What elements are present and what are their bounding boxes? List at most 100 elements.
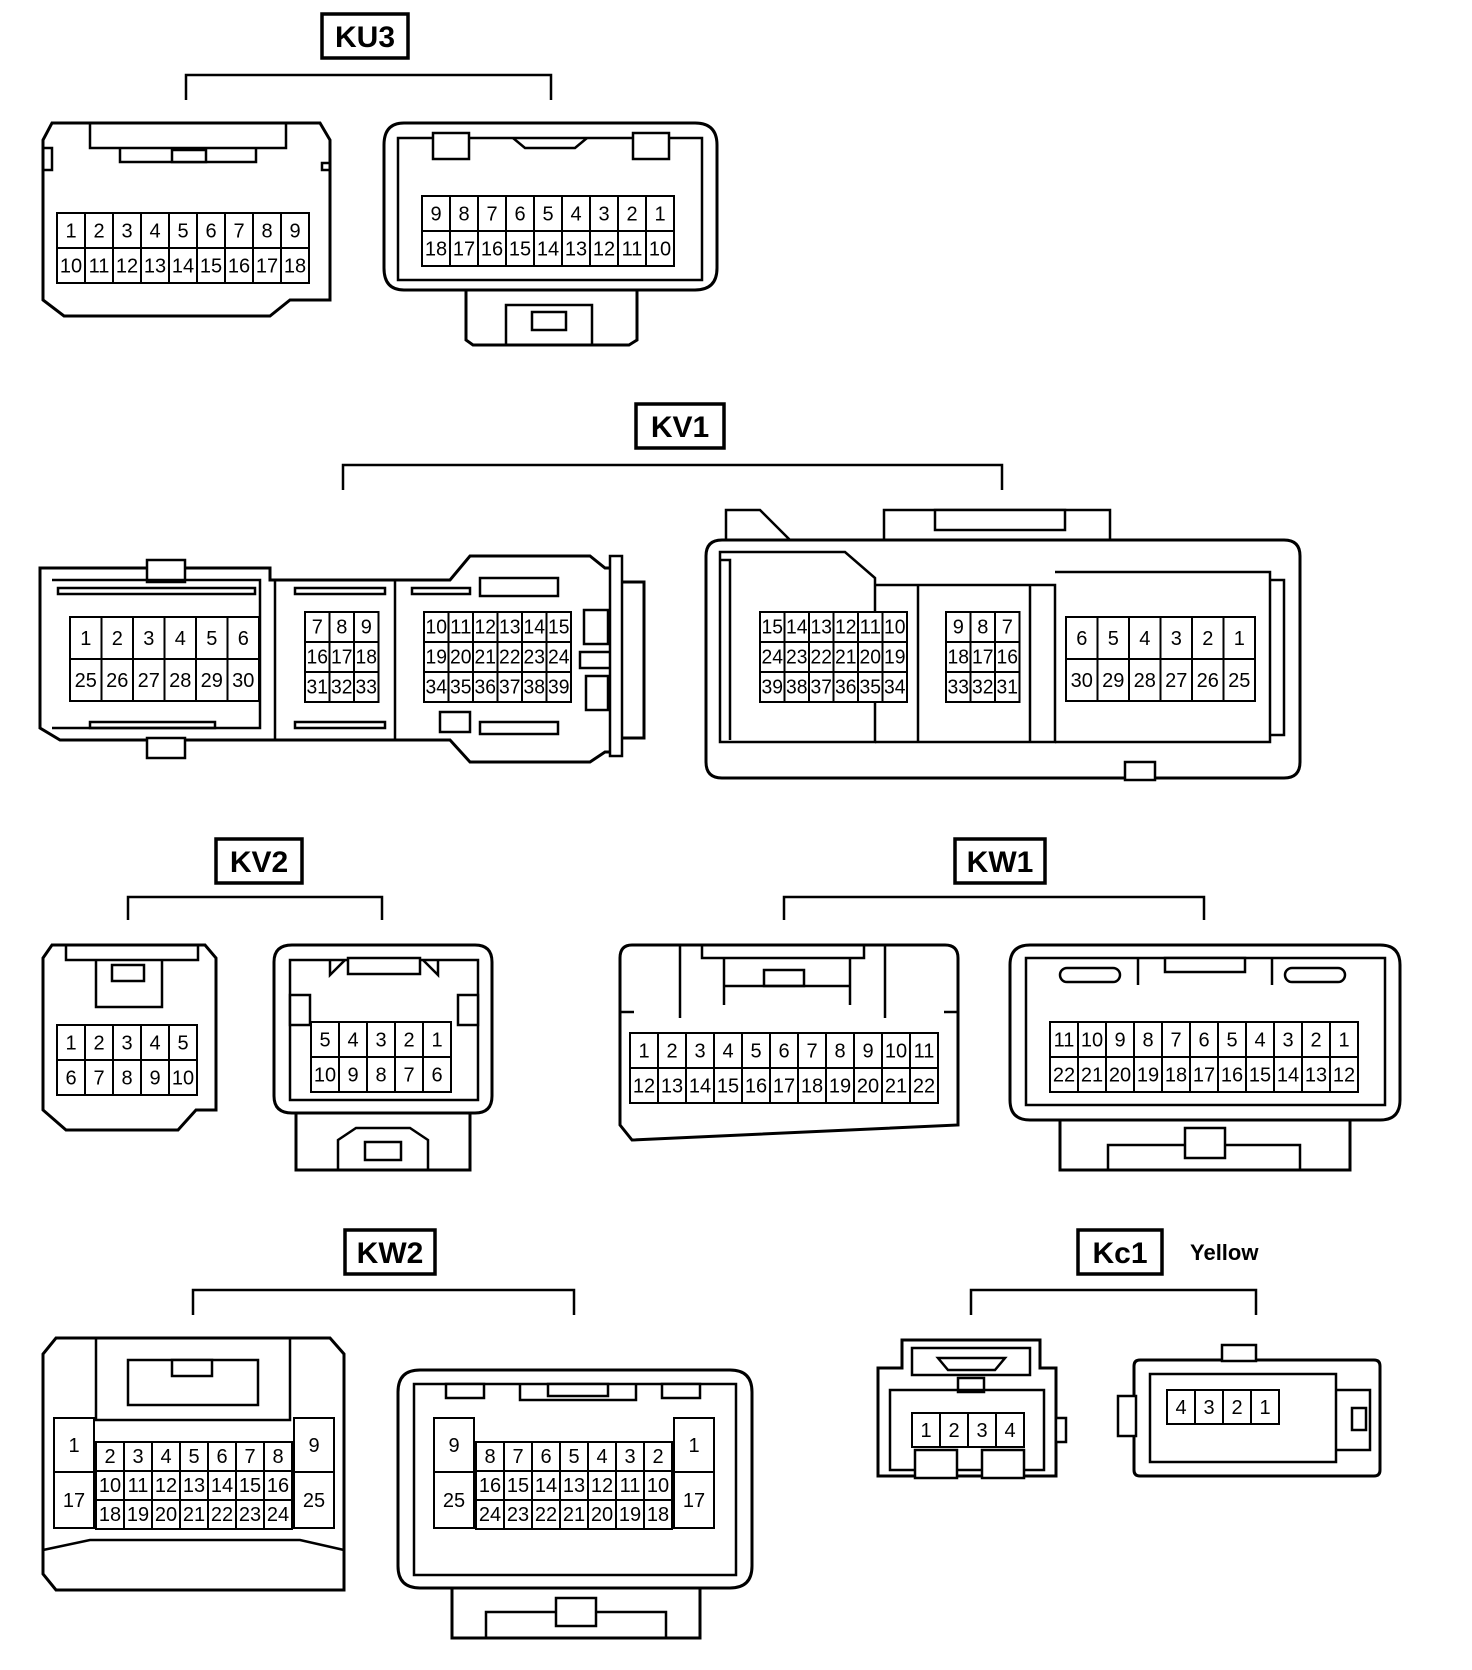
pin-number: 30 [1071,670,1093,692]
pin-number: 2 [1202,628,1213,650]
pin-cell [140,1059,170,1096]
pin-number: 13 [499,617,521,639]
pin-number: 9 [289,221,300,243]
pin-number: 21 [563,1504,585,1526]
pin-cell [503,1441,533,1472]
pin-cell [196,247,226,284]
pin-cell [995,1412,1025,1448]
pin-number: 11 [620,1475,641,1497]
pin-number: 22 [499,647,521,669]
pin-number: 17 [256,256,278,278]
pin-number: 16 [228,256,250,278]
pin-number: 21 [183,1504,205,1526]
pin-number: 3 [1171,628,1182,650]
pin-number: 33 [948,677,970,699]
pin-number: 2 [403,1030,414,1052]
pin-number: 3 [976,1420,987,1442]
pin-number: 13 [183,1475,205,1497]
pin-cell [969,671,996,703]
pin-cell [168,1059,198,1096]
pin-cell [84,247,114,284]
pin-number: 7 [486,204,497,226]
pin-cell [56,1059,86,1096]
pin-number: 11 [914,1041,935,1063]
pin-number: 4 [1004,1420,1015,1442]
pin-number: 1 [65,221,76,243]
pin-number: 8 [121,1068,132,1090]
pin-number: 13 [661,1076,683,1098]
pin-number: 19 [884,647,906,669]
pin-number: 17 [331,647,353,669]
pin-number: 13 [565,239,587,261]
pin-cell [1329,1056,1359,1093]
pin-number: 10 [426,617,448,639]
pin-number: 6 [205,221,216,243]
pin-number: 2 [104,1446,115,1468]
pin-cell [168,1024,198,1061]
pin-cell [1301,1056,1331,1093]
pin-number: 1 [920,1420,931,1442]
pin-number: 5 [542,204,553,226]
pin-number: 39 [762,677,784,699]
pin-number: 5 [206,628,217,650]
pin-number: 18 [647,1504,669,1526]
pin-number: 8 [336,617,347,639]
kw2-label: KW2 [357,1237,424,1270]
pin-number: 18 [356,647,378,669]
pin-number: 7 [1002,617,1013,639]
pin-number: 25 [1228,670,1250,692]
kw2-b-pin: 1 [688,1435,699,1457]
pin-number: 8 [834,1041,845,1063]
pin-number: 8 [1142,1030,1153,1052]
pin-number: 33 [356,677,378,699]
pin-number: 32 [331,677,353,699]
pin-cell [587,1441,617,1472]
pin-cell [994,671,1021,703]
pin-number: 27 [138,670,160,692]
pin-number: 39 [548,677,570,699]
pin-number: 3 [694,1041,705,1063]
pin-number: 6 [1198,1030,1209,1052]
pin-cell [69,658,103,702]
pin-cell [496,641,523,673]
pin-number: 1 [1234,628,1245,650]
kw1-label-box [953,837,1047,885]
pin-cell [263,1470,293,1501]
pin-number: 18 [99,1504,121,1526]
pin-number: 11 [860,617,882,639]
pin-cell [100,658,134,702]
pin-number: 22 [211,1504,233,1526]
pin-number: 3 [132,1446,143,1468]
pin-cell [1077,1056,1107,1093]
pin-number: 19 [619,1504,641,1526]
pin-number: 30 [232,670,254,692]
pin-cell [263,1499,293,1530]
pin-cell [1096,658,1130,702]
pin-number: 5 [1226,1030,1237,1052]
kv1-label-box [634,402,726,450]
pin-number: 14 [786,617,808,639]
pin-number: 37 [499,677,521,699]
pin-cell [195,658,229,702]
pin-cell [421,195,451,232]
pin-number: 6 [514,204,525,226]
pin-number: 20 [591,1504,613,1526]
pin-number: 4 [596,1446,607,1468]
pin-number: 20 [450,647,472,669]
pin-number: 19 [1137,1065,1159,1087]
pin-cell [967,1412,997,1448]
pin-cell [559,1499,589,1530]
pin-number: 28 [169,670,191,692]
pin-number: 3 [121,221,132,243]
pin-cell [1245,1056,1275,1093]
pin-cell [394,1021,424,1058]
pin-number: 18 [801,1076,823,1098]
pin-number: 20 [860,647,882,669]
